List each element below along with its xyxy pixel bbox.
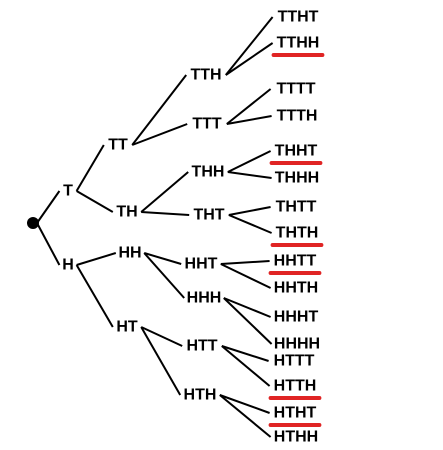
- node-label-thth: THTH: [276, 225, 319, 242]
- edge-tth-ttht: [225, 16, 274, 76]
- node-label-thht: THHT: [275, 143, 318, 160]
- node-label-htht: HTHT: [274, 405, 317, 422]
- node-label-hhth: HHTH: [274, 280, 318, 297]
- edge-hhh-hhhh: [223, 297, 273, 345]
- node-label-htth: HTTH: [274, 378, 317, 395]
- highlight-underlines: [268, 53, 325, 427]
- edge-hhh-hhht: [223, 297, 271, 318]
- node-label-ttht: TTHT: [278, 9, 319, 26]
- edge-hht-hhth: [220, 263, 272, 289]
- node-label-hh: HH: [118, 245, 141, 262]
- node-label-tttt: TTTT: [276, 81, 315, 98]
- edge-ht-htt: [140, 326, 183, 347]
- edge-tt-ttt: [131, 123, 188, 146]
- tree-edges: [36, 16, 274, 438]
- node-label-hth: HTH: [184, 387, 217, 404]
- node-label-ttt: TTT: [192, 116, 222, 133]
- edge-htt-htth: [221, 345, 271, 387]
- edge-h-hh: [76, 252, 117, 266]
- edge-ht-hth: [140, 326, 182, 396]
- tree-node-labels: THTTTHHHHTTTHTTTTHHTHTHHTHHHHTTHTHTTHTTT…: [62, 9, 320, 446]
- edge-t-th: [76, 190, 114, 213]
- edge-ttt-ttth: [226, 115, 272, 125]
- node-label-thtt: THTT: [276, 199, 317, 216]
- edge-tth-tthh: [225, 42, 274, 76]
- node-label-httt: HTTT: [274, 353, 315, 370]
- edge-thh-thht: [227, 150, 272, 173]
- edge-tht-thth: [228, 214, 272, 234]
- node-label-thhh: THHH: [275, 170, 319, 187]
- node-label-tth: TTH: [190, 67, 221, 84]
- node-label-tthh: TTHH: [277, 35, 320, 52]
- edge-ttt-tttt: [226, 88, 272, 125]
- edge-hh-hht: [143, 252, 182, 265]
- edge-hh-hhh: [143, 252, 185, 299]
- node-label-t: T: [63, 183, 73, 200]
- node-label-ht: HT: [116, 319, 138, 336]
- edge-root-t: [36, 190, 61, 224]
- edge-thh-thhh: [227, 171, 272, 179]
- node-label-h: H: [62, 257, 74, 274]
- node-label-tht: THT: [193, 207, 224, 224]
- node-label-hhht: HHHT: [274, 309, 319, 326]
- edge-th-thh: [140, 171, 189, 213]
- edge-hht-hhtt: [220, 260, 270, 265]
- node-label-th: TH: [116, 204, 137, 221]
- edge-htt-httt: [221, 345, 269, 362]
- edge-tt-tth: [131, 74, 187, 146]
- edge-hth-htht: [219, 394, 270, 414]
- edge-h-ht: [75, 264, 114, 328]
- node-label-ttth: TTTH: [277, 108, 318, 125]
- node-label-hthh: HTHH: [274, 429, 318, 446]
- node-label-htt: HTT: [186, 338, 217, 355]
- edge-tht-thtt: [228, 206, 271, 216]
- root-node-dot: [27, 217, 39, 229]
- node-label-hhh: HHH: [187, 290, 222, 307]
- edge-root-h: [36, 222, 61, 266]
- node-label-hhtt: HHTT: [274, 253, 317, 270]
- node-label-hht: HHT: [185, 256, 218, 273]
- node-label-tt: TT: [108, 137, 128, 154]
- edge-th-tht: [141, 211, 190, 216]
- edge-hth-hthh: [219, 394, 272, 438]
- node-label-thh: THH: [192, 164, 225, 181]
- node-label-hhhh: HHHH: [274, 336, 320, 353]
- edge-t-tt: [75, 144, 105, 192]
